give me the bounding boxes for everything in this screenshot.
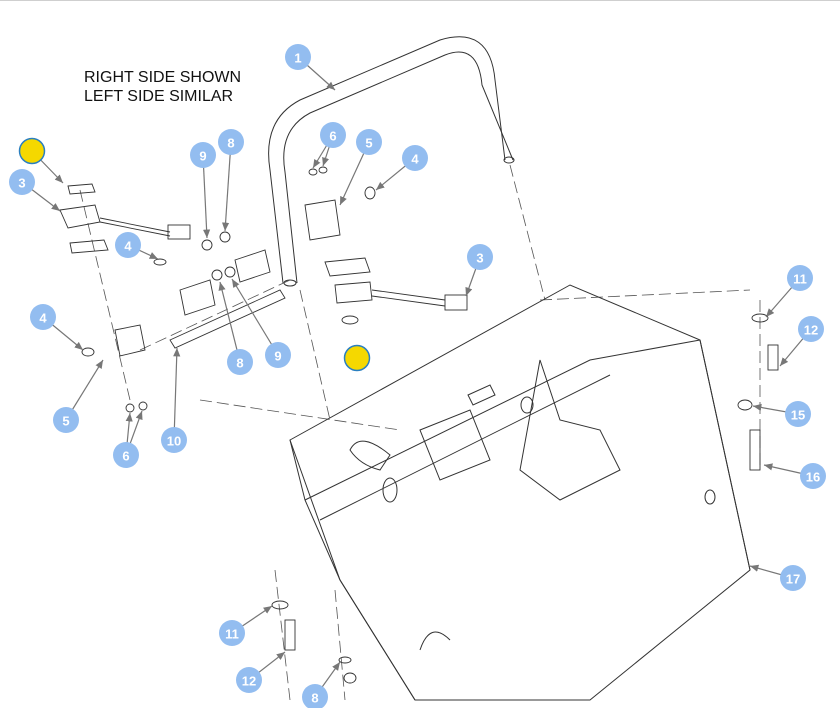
callout-number: 5 bbox=[365, 136, 372, 151]
callout-circle bbox=[219, 620, 245, 646]
callout-circle bbox=[285, 44, 311, 70]
callout-6[interactable]: 6 bbox=[113, 442, 139, 468]
handle-bar bbox=[268, 36, 515, 287]
callout-circle bbox=[115, 232, 141, 258]
callout-number: 6 bbox=[329, 129, 336, 144]
callout-12[interactable]: 12 bbox=[798, 316, 824, 342]
callout-circle bbox=[800, 463, 826, 489]
callout-number: 12 bbox=[242, 674, 256, 689]
leader-line bbox=[202, 154, 211, 239]
callout-number: 16 bbox=[806, 470, 820, 485]
leader-line bbox=[221, 141, 232, 232]
callout-circle bbox=[787, 265, 813, 291]
note-line-2: LEFT SIDE SIMILAR bbox=[84, 88, 234, 105]
callout-8[interactable]: 8 bbox=[302, 684, 328, 708]
callout-11[interactable]: 11 bbox=[219, 620, 245, 646]
callout-4[interactable]: 4 bbox=[115, 232, 141, 258]
callout-number: 3 bbox=[18, 176, 25, 191]
diagram-note: RIGHT SIDE SHOWN LEFT SIDE SIMILAR bbox=[84, 68, 241, 106]
callout-number: 11 bbox=[225, 627, 239, 642]
callout-11[interactable]: 11 bbox=[787, 265, 813, 291]
callout-number: 5 bbox=[62, 414, 69, 429]
callout-circle bbox=[785, 401, 811, 427]
callout-circle bbox=[780, 565, 806, 591]
callout-number: 8 bbox=[227, 136, 234, 151]
callout-9[interactable]: 9 bbox=[265, 342, 291, 368]
callout-5[interactable]: 5 bbox=[53, 407, 79, 433]
callout-5[interactable]: 5 bbox=[356, 129, 382, 155]
brackets-and-hardware bbox=[59, 166, 779, 684]
callout-number: 4 bbox=[124, 239, 132, 254]
callout-circle bbox=[265, 342, 291, 368]
callout-number: 11 bbox=[793, 272, 807, 287]
callout-8[interactable]: 8 bbox=[218, 129, 244, 155]
leader-line bbox=[231, 278, 279, 356]
callout-circle bbox=[53, 407, 79, 433]
callout-circle bbox=[190, 142, 216, 168]
highlight-marker[interactable] bbox=[18, 137, 46, 165]
callout-number: 9 bbox=[274, 349, 281, 364]
callout-circle bbox=[356, 129, 382, 155]
callout-circle bbox=[467, 244, 493, 270]
callout-number: 17 bbox=[786, 572, 800, 587]
callout-number: 8 bbox=[236, 356, 243, 371]
callout-number: 10 bbox=[167, 434, 181, 449]
callout-circle bbox=[227, 349, 253, 375]
highlight-marker[interactable] bbox=[343, 344, 371, 372]
callout-number: 12 bbox=[804, 323, 818, 338]
callout-12[interactable]: 12 bbox=[236, 667, 262, 693]
note-line-1: RIGHT SIDE SHOWN bbox=[84, 69, 242, 86]
callout-number: 9 bbox=[199, 149, 206, 164]
callout-circle bbox=[9, 169, 35, 195]
callout-number: 1 bbox=[294, 51, 301, 66]
callout-number: 6 bbox=[122, 449, 129, 464]
callout-15[interactable]: 15 bbox=[785, 401, 811, 427]
callout-number: 15 bbox=[791, 408, 805, 423]
callout-circle bbox=[402, 145, 428, 171]
callout-1[interactable]: 1 bbox=[285, 44, 311, 70]
callout-circle bbox=[30, 304, 56, 330]
top-border bbox=[0, 0, 840, 1]
callout-number: 3 bbox=[476, 251, 483, 266]
callout-circle bbox=[798, 316, 824, 342]
callout-number: 8 bbox=[311, 691, 318, 706]
callout-circle bbox=[236, 667, 262, 693]
callout-circle bbox=[113, 442, 139, 468]
callout-10[interactable]: 10 bbox=[161, 427, 187, 453]
assembly-lines bbox=[79, 164, 761, 701]
callout-6[interactable]: 6 bbox=[320, 122, 346, 148]
callout-3[interactable]: 3 bbox=[467, 244, 493, 270]
leader-line bbox=[218, 281, 241, 363]
callout-4[interactable]: 4 bbox=[30, 304, 56, 330]
callout-circle bbox=[161, 427, 187, 453]
callout-3[interactable]: 3 bbox=[9, 169, 35, 195]
callout-17[interactable]: 17 bbox=[780, 565, 806, 591]
callout-9[interactable]: 9 bbox=[190, 142, 216, 168]
main-frame bbox=[289, 284, 751, 701]
callout-16[interactable]: 16 bbox=[800, 463, 826, 489]
callout-4[interactable]: 4 bbox=[402, 145, 428, 171]
callout-circle bbox=[218, 129, 244, 155]
callout-circle bbox=[302, 684, 328, 708]
callout-8[interactable]: 8 bbox=[227, 349, 253, 375]
callout-number: 4 bbox=[39, 311, 47, 326]
callout-circle bbox=[320, 122, 346, 148]
callout-number: 4 bbox=[411, 152, 419, 167]
leader-line bbox=[173, 347, 181, 441]
